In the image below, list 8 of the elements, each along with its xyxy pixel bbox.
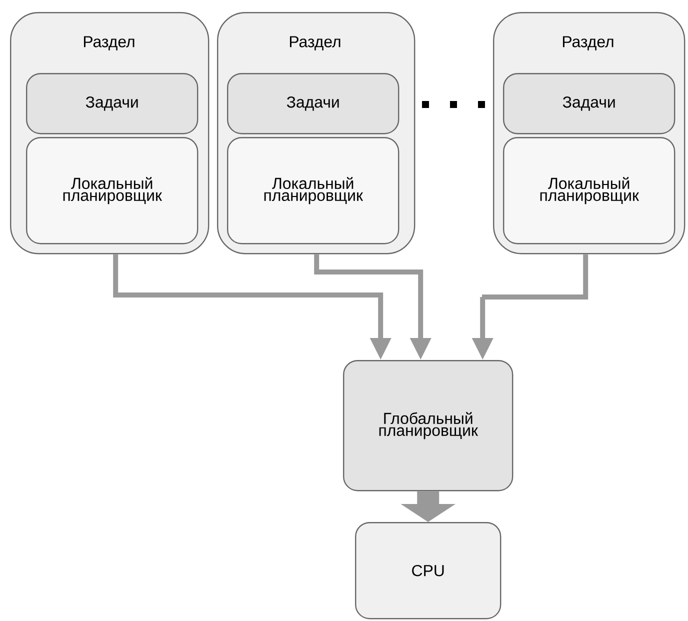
process-box: Задачи bbox=[26, 73, 198, 134]
scheduler-box: Локальный планировщик bbox=[227, 137, 400, 244]
process-box: Задачи bbox=[227, 73, 400, 134]
process-box: Задачи bbox=[503, 73, 676, 134]
process-box: CPU bbox=[355, 522, 502, 620]
scheduler-box: Локальный планировщик bbox=[503, 137, 676, 244]
scheduler-box: Локальный планировщик bbox=[26, 137, 198, 244]
scheduler-box: Глобальный планировщик bbox=[343, 360, 514, 492]
